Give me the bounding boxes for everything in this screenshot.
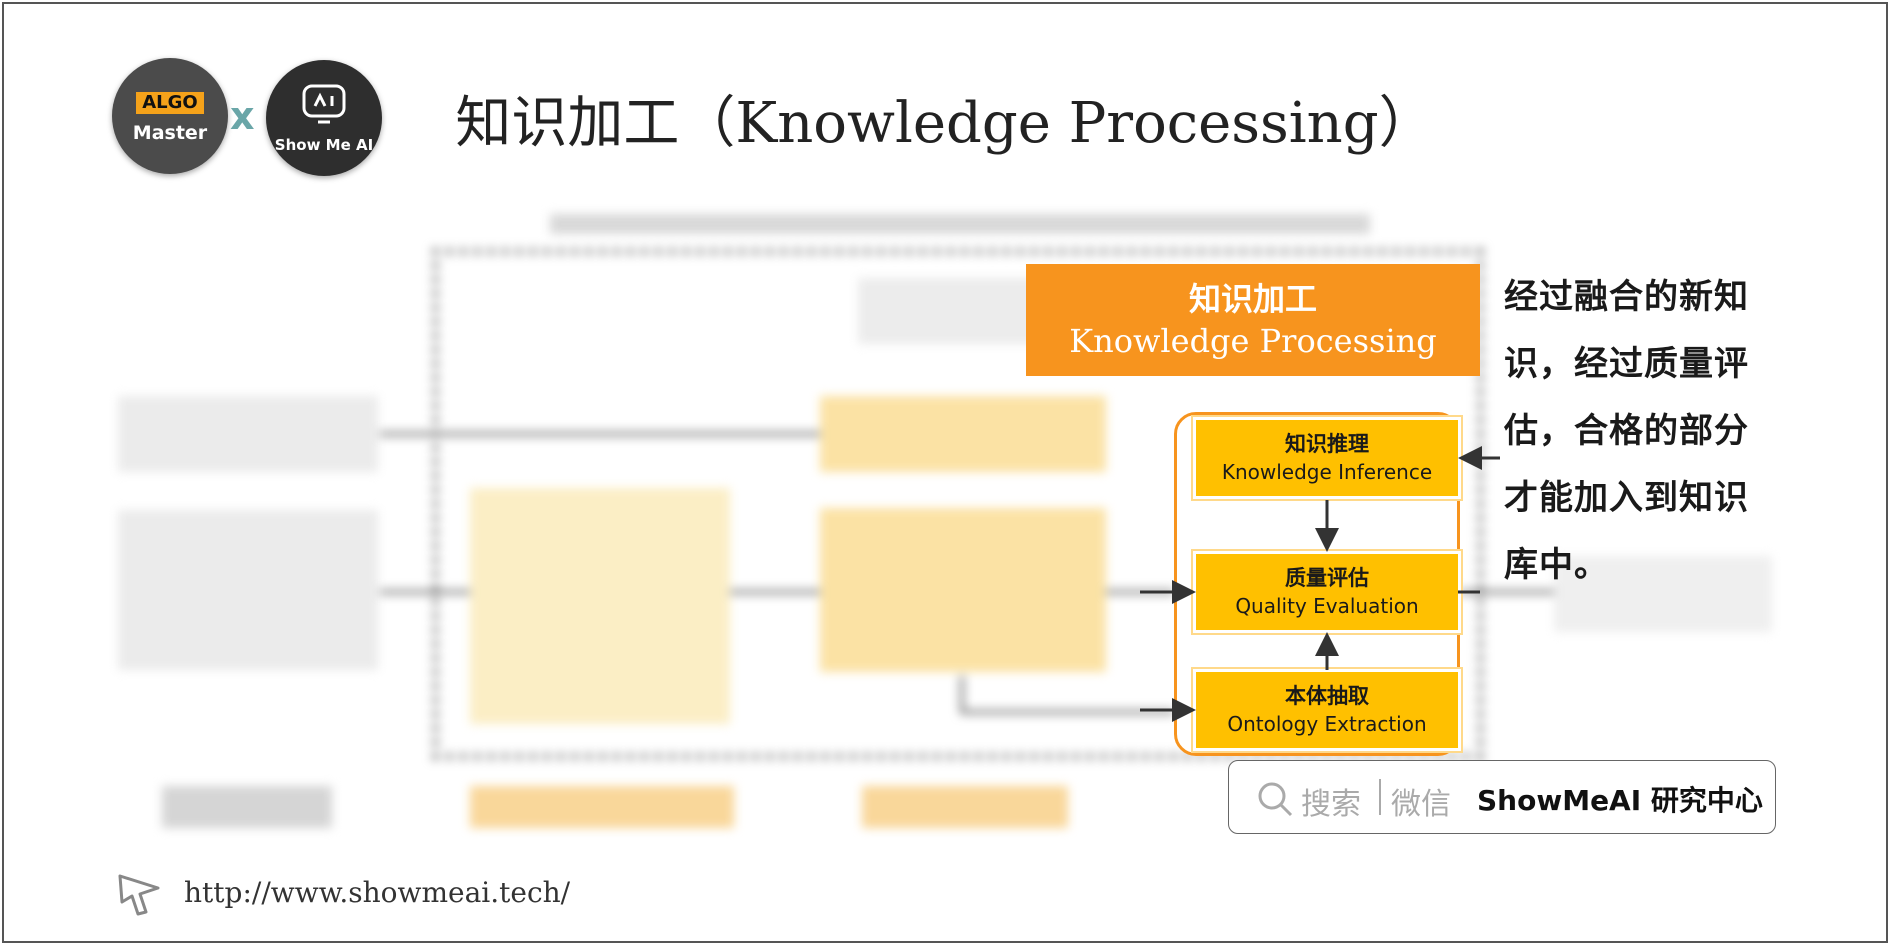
description-line: 库中。	[1504, 545, 1609, 585]
pipeline-border	[432, 248, 1484, 760]
blurred-label-1	[162, 786, 332, 828]
step-quality-evaluation: 质量评估 Quality Evaluation	[1196, 554, 1458, 630]
step-label-en: Ontology Extraction	[1227, 712, 1427, 736]
step-ontology-extraction: 本体抽取 Ontology Extraction	[1196, 672, 1458, 748]
search-brand: ShowMeAI 研究中心	[1477, 784, 1763, 817]
description-line: 经过融合的新知	[1504, 277, 1749, 317]
search-divider	[1379, 779, 1381, 815]
blurred-source-1	[118, 396, 378, 472]
step-knowledge-inference: 知识推理 Knowledge Inference	[1196, 420, 1458, 496]
robot-icon	[302, 84, 346, 124]
blurred-arrow-5	[1460, 590, 1554, 594]
description-line: 识，经过质量评	[1504, 344, 1749, 384]
blurred-label-2	[470, 786, 734, 828]
description-text: 经过融合的新知 识，经过质量评 估，合格的部分 才能加入到知识 库中。	[1504, 264, 1774, 599]
blurred-source-2	[118, 510, 378, 670]
step-label-cn: 本体抽取	[1285, 684, 1369, 708]
logo-separator: x	[230, 94, 255, 138]
algo-badge: ALGO	[136, 92, 204, 114]
blurred-kg	[1554, 556, 1772, 632]
showmeai-label: Show Me AI	[274, 136, 374, 154]
step-label-en: Knowledge Inference	[1221, 460, 1433, 484]
step-label-cn: 知识推理	[1285, 432, 1369, 456]
blurred-arrow-1	[380, 432, 820, 436]
banner-title-en: Knowledge Processing	[1069, 322, 1437, 360]
step-label-en: Quality Evaluation	[1235, 594, 1419, 618]
website-link[interactable]: http://www.showmeai.tech/	[184, 876, 571, 909]
description-line: 才能加入到知识	[1504, 478, 1749, 518]
banner-title-cn: 知识加工	[1188, 280, 1317, 318]
blurred-label-3	[862, 786, 1068, 828]
showmeai-logo: Show Me AI	[266, 60, 382, 176]
page-title: 知识加工（Knowledge Processing）	[455, 91, 1435, 156]
algo-master-logo: ALGO Master	[112, 58, 228, 174]
blurred-extraction-group	[470, 488, 730, 724]
knowledge-processing-banner	[1026, 264, 1480, 376]
search-placeholder-wechat: 微信	[1391, 787, 1451, 822]
blurred-arrow-2	[380, 590, 470, 594]
search-icon	[1258, 782, 1293, 817]
cursor-icon	[118, 874, 160, 916]
description-line: 估，合格的部分	[1504, 411, 1749, 451]
search-placeholder: 搜索	[1301, 787, 1361, 822]
blurred-resolution-group	[820, 508, 1106, 672]
blurred-arrow-6	[960, 676, 964, 712]
step-label-cn: 质量评估	[1285, 566, 1369, 590]
algo-master-label: Master	[132, 122, 208, 144]
blurred-fusion	[820, 396, 1106, 472]
blurred-arrow-3	[730, 590, 820, 594]
blurred-caption	[550, 214, 1370, 234]
blurred-arrow-7	[960, 710, 1174, 714]
wechat-search-box[interactable]: 搜索 微信 ShowMeAI 研究中心	[1228, 760, 1776, 834]
